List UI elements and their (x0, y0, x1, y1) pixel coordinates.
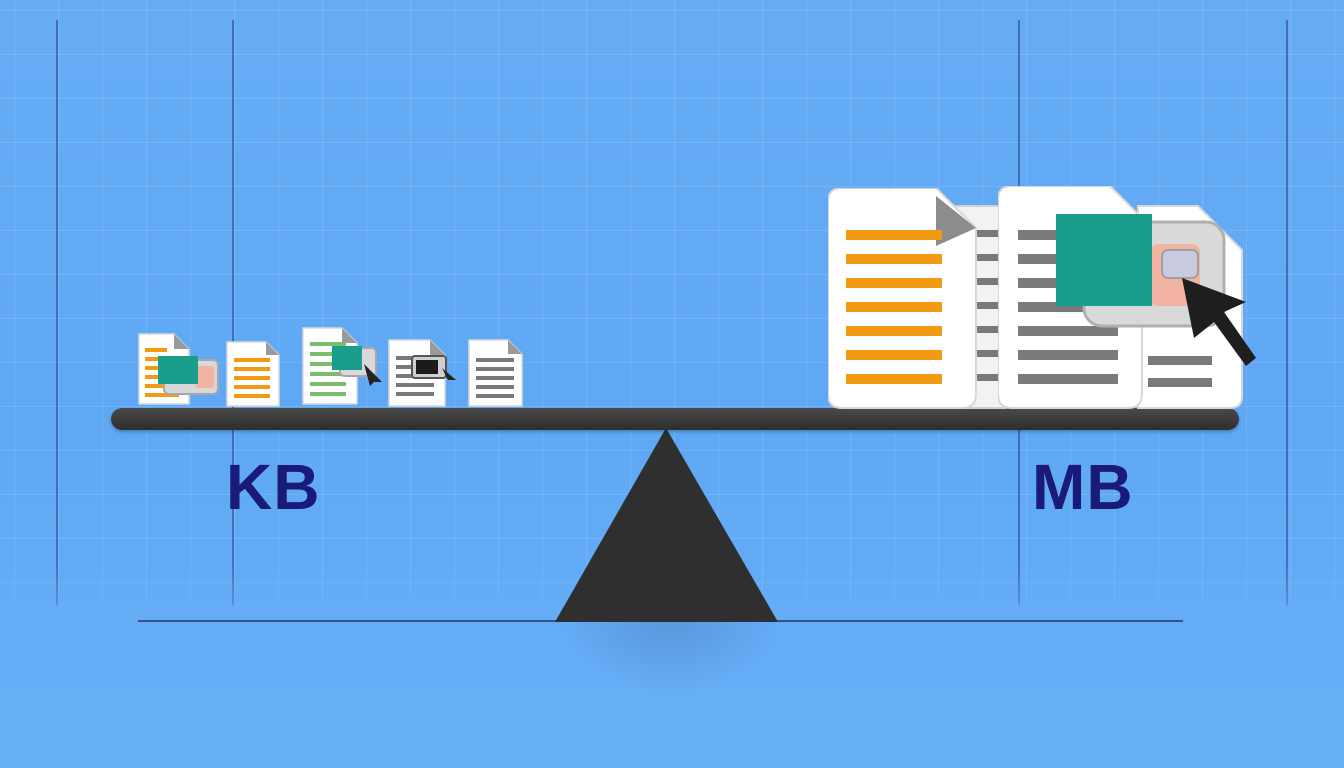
balance-beam (111, 408, 1239, 430)
grid-divider (1286, 20, 1288, 605)
document-icon (468, 339, 523, 407)
mb-label: MB (1032, 451, 1134, 523)
grid-divider (56, 20, 58, 605)
document-icon (226, 341, 280, 407)
document-icon (998, 186, 1256, 409)
grid-divider (232, 20, 234, 605)
document-icon (828, 188, 1017, 409)
fulcrum-reflection (560, 622, 780, 692)
document-icon (302, 327, 382, 405)
document-icon (138, 333, 219, 405)
document-icon (388, 339, 456, 407)
fulcrum-icon (555, 428, 778, 622)
kb-label: KB (226, 451, 321, 523)
